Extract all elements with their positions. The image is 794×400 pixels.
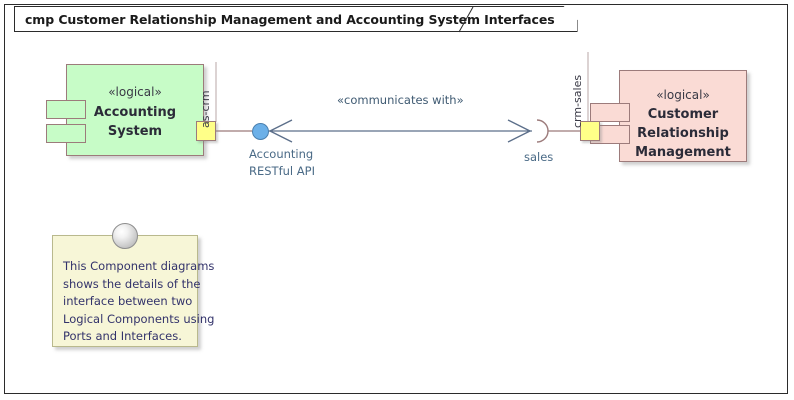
component-tab-lower-accounting <box>46 124 86 143</box>
component-tab-upper-crm <box>590 103 630 122</box>
component-tab-upper-accounting <box>46 100 86 119</box>
diagram-note[interactable]: This Component diagrams shows the detail… <box>52 223 214 347</box>
component-stereotype: «logical» <box>108 85 162 99</box>
component-name-line1: Accounting <box>93 105 177 120</box>
component-name-line2: Relationship <box>637 126 729 141</box>
provided-interface-ball[interactable] <box>252 123 269 140</box>
port-crm-sales[interactable] <box>580 121 600 141</box>
provided-interface-label-line2: RESTful API <box>249 164 315 178</box>
note-line: Logical Components using <box>63 311 215 326</box>
diagram-title: cmp Customer Relationship Management and… <box>25 11 555 27</box>
note-line: Ports and Interfaces. <box>63 329 182 343</box>
port-label-crm-sales: crm-sales <box>571 74 584 128</box>
connector-label: «communicates with» <box>337 93 464 107</box>
note-line: interface between two <box>63 294 193 308</box>
note-line: This Component diagrams <box>63 259 215 273</box>
component-name-line2: System <box>107 124 163 139</box>
port-label-as-crm: as-crm <box>199 90 212 128</box>
component-stereotype: «logical» <box>656 88 710 102</box>
note-pin-icon <box>112 223 138 249</box>
required-interface-label: sales <box>524 150 554 164</box>
component-name-line1: Customer <box>647 107 719 122</box>
provided-interface-label-line1: Accounting <box>249 147 314 161</box>
note-text: This Component diagrams shows the detail… <box>53 236 215 354</box>
component-name-line3: Management <box>635 145 731 160</box>
port-as-crm[interactable] <box>196 121 216 141</box>
component-customer-relationship-management[interactable]: «logical» Customer Relationship Manageme… <box>619 70 747 162</box>
diagram-frame-header: cmp Customer Relationship Management and… <box>14 6 578 32</box>
note-line: shows the details of the <box>63 276 201 291</box>
component-accounting-system[interactable]: «logical» Accounting System <box>66 64 204 156</box>
